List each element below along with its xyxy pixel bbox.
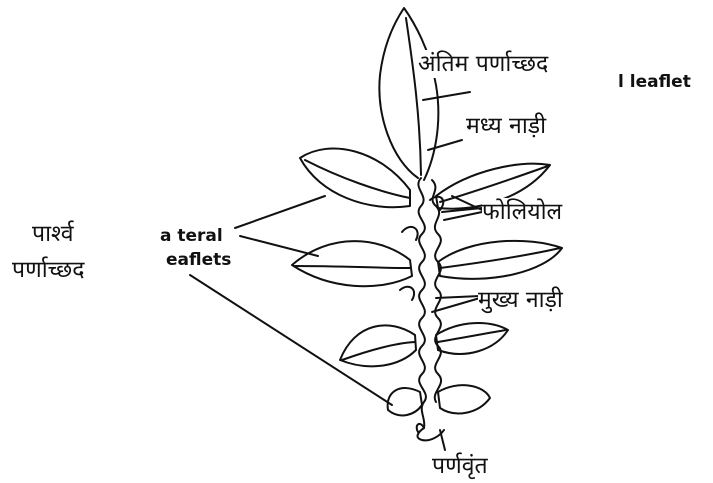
leader-lateral-2 (240, 236, 318, 256)
leaflet-middle-left (292, 241, 412, 286)
leaflet-lower-left (340, 325, 416, 366)
leaflet-bottom-left (388, 388, 422, 415)
leaflet-lower-right (436, 323, 508, 354)
terminal-leaflet-label: अंतिम पर्णाच्छद (418, 50, 548, 78)
lateral-english-line1: a teral (160, 226, 223, 246)
lateral-english-line2: eaflets (166, 250, 231, 270)
terminal-leaflet-english-fragment: l leaflet (618, 72, 691, 92)
leader-terminal (423, 92, 470, 100)
main-vein-label: मुख्य नाड़ी (478, 286, 563, 314)
lateral-leaflet-label-line2: पर्णाच्छद (12, 256, 84, 284)
lateral-leaflet-label-line1: पार्श्व (32, 220, 74, 248)
leader-lateral-1 (235, 196, 325, 228)
leader-lateral-3 (190, 275, 392, 405)
rachis (418, 178, 426, 428)
terminal-leaflet-midrib (406, 18, 421, 175)
leader-main-vein (432, 296, 480, 312)
foliole-label: फोलियोल (482, 198, 562, 226)
midrib-label: मध्य नाड़ी (466, 112, 546, 140)
leaflet-bottom-right (438, 385, 490, 413)
petiole-label: पर्णवृंत (432, 452, 488, 480)
leader-midrib (428, 140, 462, 150)
